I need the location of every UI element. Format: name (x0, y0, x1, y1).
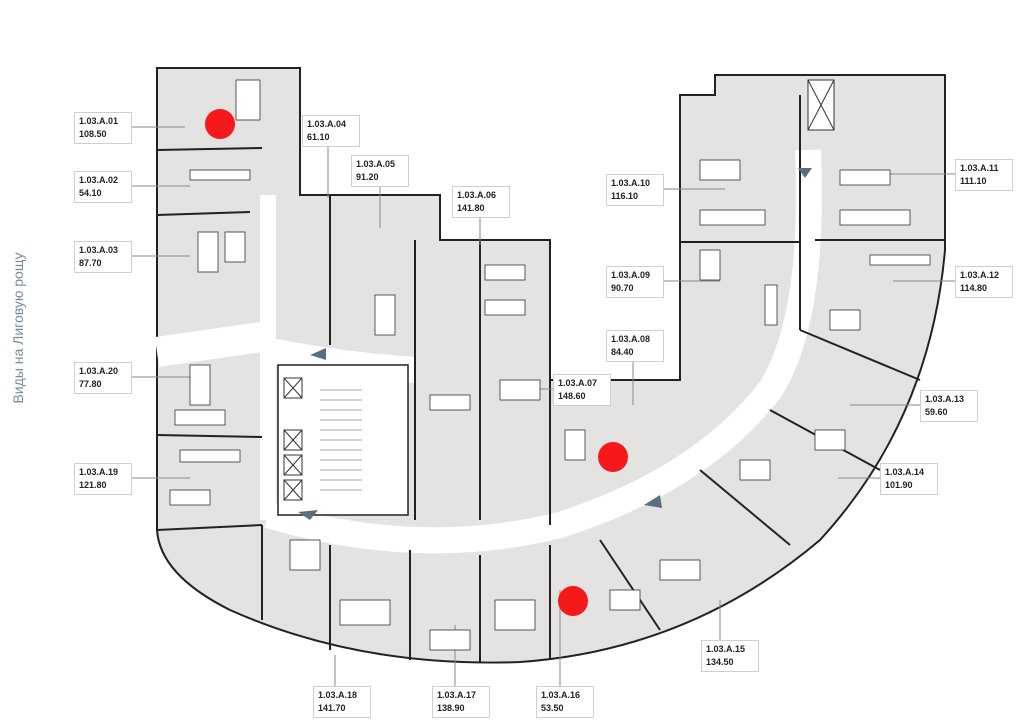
unit-id: 1.03.A.13 (925, 394, 965, 404)
unit-id: 1.03.A.14 (885, 467, 925, 477)
unit-label-a19[interactable]: 1.03.A.19 121.80 (74, 463, 132, 495)
unit-id: 1.03.A.05 (356, 159, 396, 169)
unit-area: 138.90 (437, 703, 465, 713)
unit-id: 1.03.A.03 (79, 245, 119, 255)
unit-area: 77.80 (79, 379, 102, 389)
unit-label-a12[interactable]: 1.03.A.12 114.80 (955, 266, 1013, 298)
unit-area: 134.50 (706, 657, 734, 667)
unit-label-a17[interactable]: 1.03.A.17 138.90 (432, 686, 490, 718)
unit-id: 1.03.A.19 (79, 467, 119, 477)
unit-id: 1.03.A.01 (79, 116, 119, 126)
unit-label-a16[interactable]: 1.03.A.16 53.50 (536, 686, 594, 718)
unit-label-a06[interactable]: 1.03.A.06 141.80 (452, 186, 510, 218)
unit-label-a03[interactable]: 1.03.A.03 87.70 (74, 241, 132, 273)
unit-id: 1.03.A.04 (307, 119, 347, 129)
unit-label-a20[interactable]: 1.03.A.20 77.80 (74, 362, 132, 394)
unit-area: 54.10 (79, 188, 102, 198)
stairs (320, 389, 362, 491)
unit-id: 1.03.A.15 (706, 644, 746, 654)
unit-label-a04[interactable]: 1.03.A.04 61.10 (302, 115, 360, 147)
unit-id: 1.03.A.18 (318, 690, 358, 700)
unit-label-a14[interactable]: 1.03.A.14 101.90 (880, 463, 938, 495)
unit-area: 90.70 (611, 283, 634, 293)
cross-corridor (154, 321, 271, 367)
unit-label-a08[interactable]: 1.03.A.08 84.40 (606, 330, 664, 362)
unit-area: 141.70 (318, 703, 346, 713)
direction-arrows (298, 168, 812, 520)
unit-area: 101.90 (885, 480, 913, 490)
unit-id: 1.03.A.10 (611, 178, 651, 188)
unit-area: 121.80 (79, 480, 107, 490)
unit-id: 1.03.A.12 (960, 270, 1000, 280)
unit-label-a09[interactable]: 1.03.A.09 90.70 (606, 266, 664, 298)
unit-id: 1.03.A.08 (611, 334, 651, 344)
unit-id: 1.03.A.07 (558, 378, 598, 388)
unit-label-a13[interactable]: 1.03.A.13 59.60 (920, 390, 978, 422)
unit-area: 84.40 (611, 347, 634, 357)
availability-marker-a16[interactable] (558, 586, 588, 616)
unit-area: 61.10 (307, 132, 330, 142)
leader-lines (130, 126, 955, 686)
unit-label-a07[interactable]: 1.03.A.07 148.60 (553, 374, 611, 406)
unit-label-a11[interactable]: 1.03.A.11 111.10 (955, 159, 1013, 191)
unit-label-a15[interactable]: 1.03.A.15 134.50 (701, 640, 759, 672)
unit-area: 53.50 (541, 703, 564, 713)
availability-marker-a08[interactable] (598, 442, 628, 472)
unit-id: 1.03.A.11 (960, 163, 999, 173)
unit-area: 148.60 (558, 391, 586, 401)
unit-id: 1.03.A.02 (79, 175, 119, 185)
unit-area: 116.10 (611, 191, 639, 201)
unit-label-a18[interactable]: 1.03.A.18 141.70 (313, 686, 371, 718)
unit-label-a01[interactable]: 1.03.A.01 108.50 (74, 112, 132, 144)
partitions (156, 95, 945, 662)
unit-id: 1.03.A.06 (457, 190, 497, 200)
unit-area: 59.60 (925, 407, 948, 417)
unit-area: 87.70 (79, 258, 102, 268)
unit-area: 91.20 (356, 172, 379, 182)
unit-id: 1.03.A.09 (611, 270, 651, 280)
elevators (283, 79, 835, 501)
unit-label-a05[interactable]: 1.03.A.05 91.20 (351, 155, 409, 187)
furniture (169, 79, 931, 651)
unit-area: 111.10 (960, 176, 987, 186)
availability-marker-a01[interactable] (205, 109, 235, 139)
unit-area: 108.50 (79, 129, 107, 139)
unit-id: 1.03.A.17 (437, 690, 477, 700)
unit-label-a02[interactable]: 1.03.A.02 54.10 (74, 171, 132, 203)
view-caption: Виды на Лиговую рощу (10, 252, 26, 404)
unit-id: 1.03.A.20 (79, 366, 119, 376)
unit-label-a10[interactable]: 1.03.A.10 116.10 (606, 174, 664, 206)
unit-area: 141.80 (457, 203, 485, 213)
unit-id: 1.03.A.16 (541, 690, 581, 700)
unit-area: 114.80 (960, 283, 988, 293)
